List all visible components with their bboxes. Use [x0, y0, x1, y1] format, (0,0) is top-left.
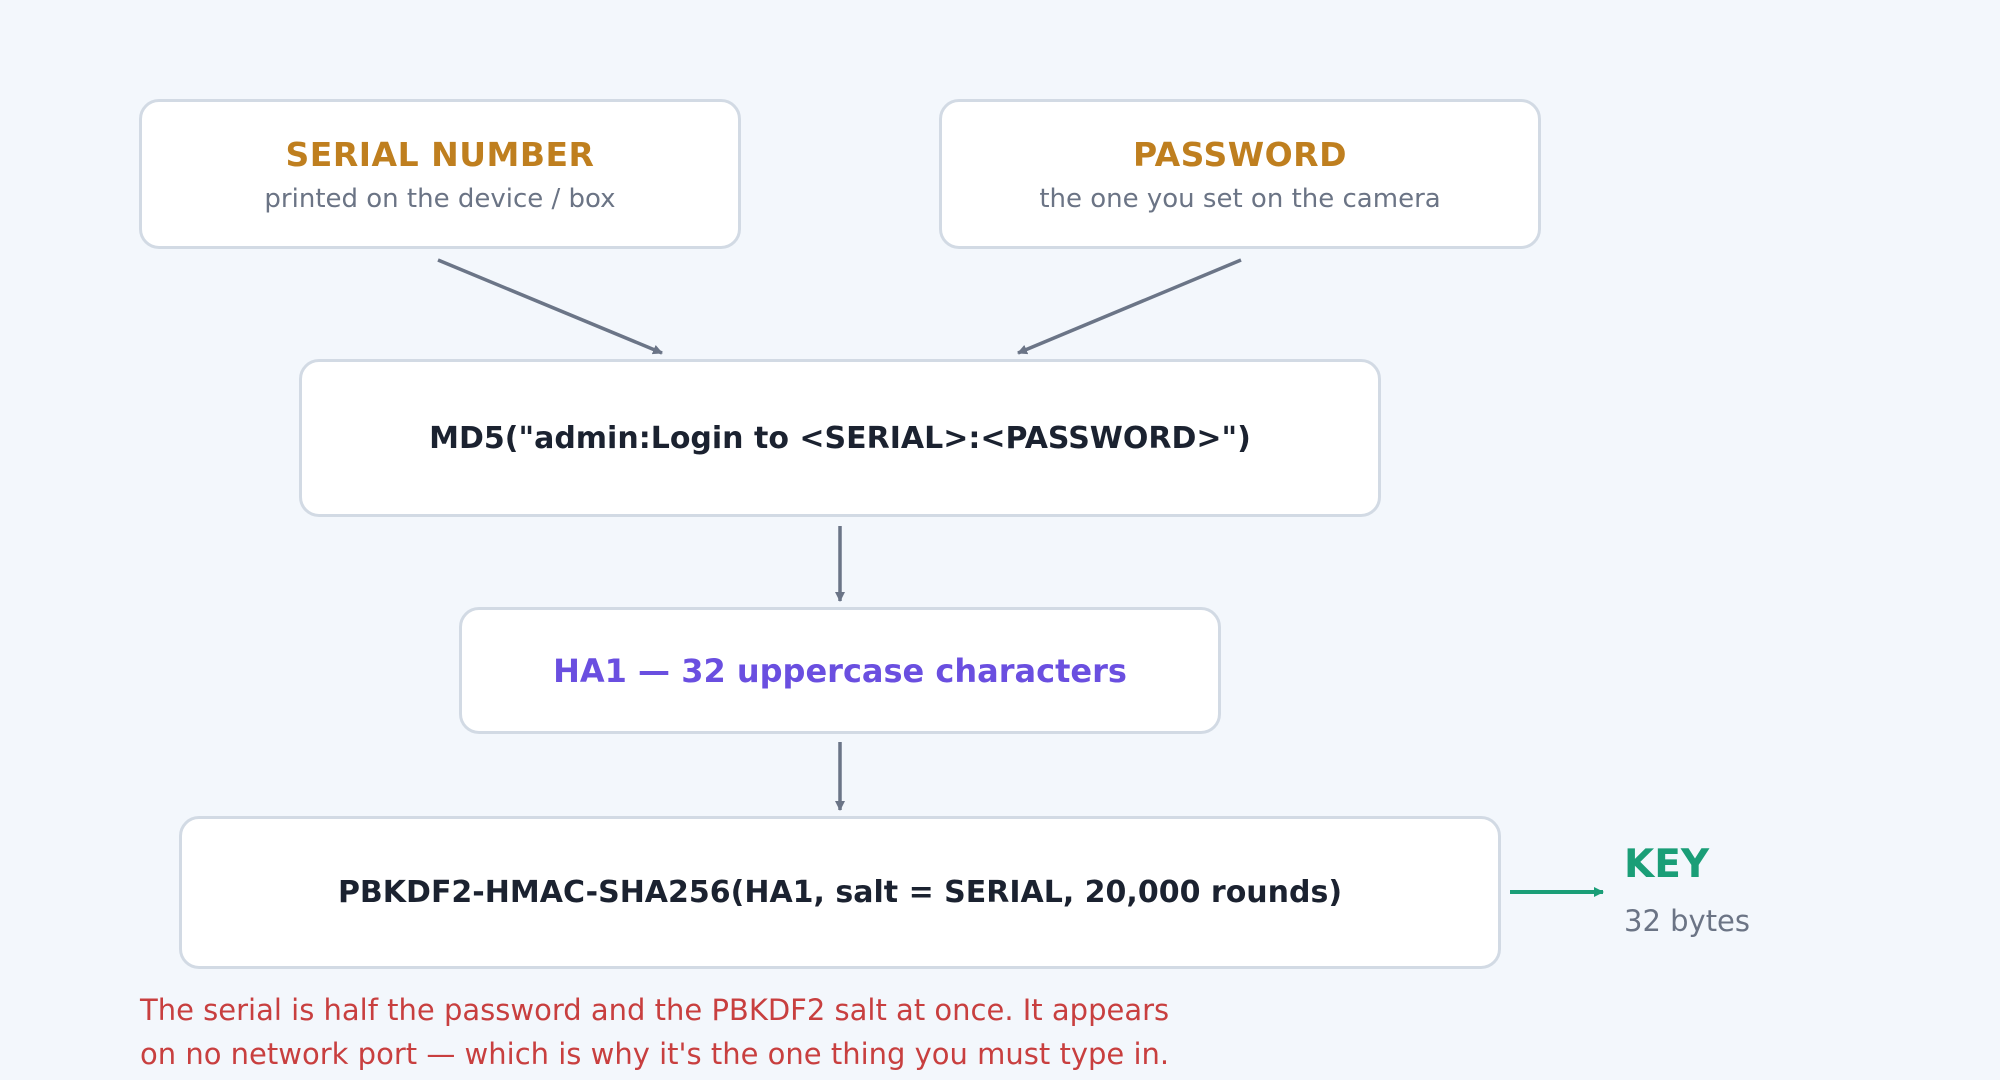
- arrow-serial-to-md5: [437, 258, 663, 355]
- password-subtitle: the one you set on the camera: [1039, 183, 1441, 214]
- serial-number-title: SERIAL NUMBER: [285, 134, 595, 174]
- md5-formula: MD5("admin:Login to <SERIAL>:<PASSWORD>"…: [429, 420, 1251, 456]
- note-line-1: The serial is half the password and the …: [140, 993, 1170, 1027]
- serial-number-subtitle: printed on the device / box: [264, 183, 616, 214]
- pbkdf2-step-box: PBKDF2-HMAC-SHA256(HA1, salt = SERIAL, 2…: [179, 816, 1501, 969]
- key-output-title: KEY: [1624, 842, 1710, 887]
- password-box: PASSWORD the one you set on the camera: [939, 99, 1541, 249]
- serial-number-box: SERIAL NUMBER printed on the device / bo…: [139, 99, 741, 249]
- note-line-2: on no network port — which is why it's t…: [140, 1037, 1170, 1071]
- ha1-step-box: HA1 — 32 uppercase characters: [459, 607, 1221, 734]
- password-title: PASSWORD: [1132, 134, 1347, 174]
- pbkdf2-formula: PBKDF2-HMAC-SHA256(HA1, salt = SERIAL, 2…: [337, 875, 1343, 910]
- serial-warning-note: The serial is half the password and the …: [140, 988, 1169, 1076]
- md5-step-box: MD5("admin:Login to <SERIAL>:<PASSWORD>"…: [299, 359, 1381, 517]
- key-output-subtitle: 32 bytes: [1624, 904, 1751, 938]
- arrow-password-to-md5: [1017, 258, 1242, 355]
- ha1-label: HA1 — 32 uppercase characters: [553, 651, 1127, 690]
